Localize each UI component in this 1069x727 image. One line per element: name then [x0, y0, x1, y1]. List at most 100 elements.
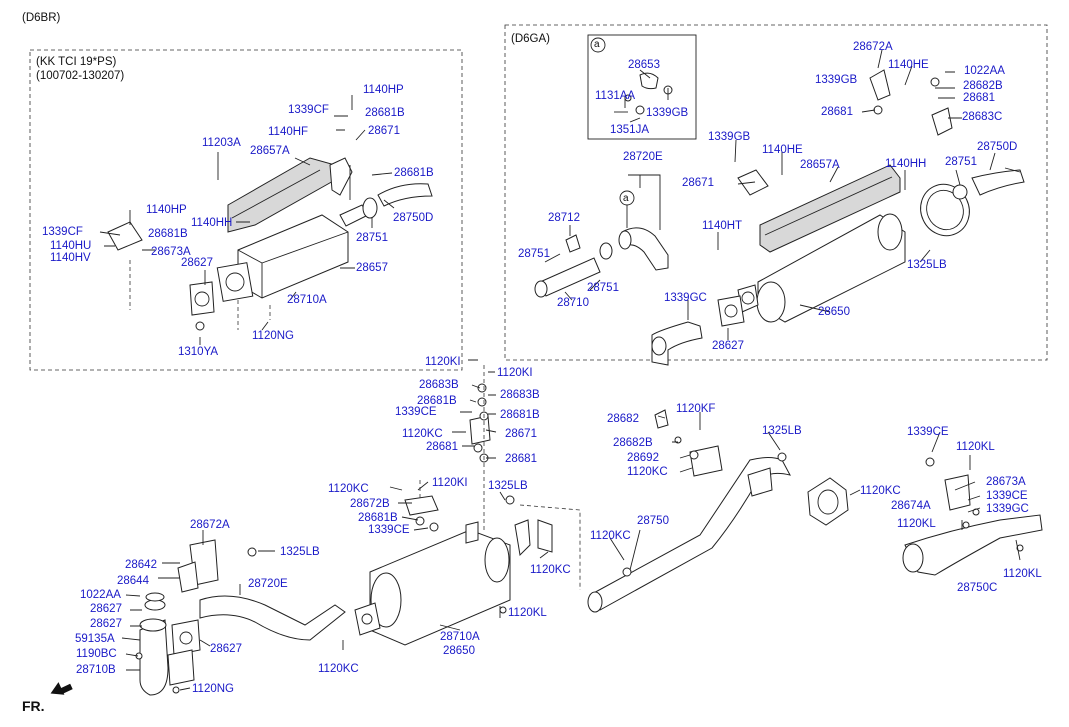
part-label[interactable]: 28672B: [350, 498, 390, 510]
part-label[interactable]: 1140HP: [363, 84, 404, 96]
part-label[interactable]: 28642: [125, 559, 157, 571]
part-label[interactable]: 1120KL: [1003, 568, 1042, 580]
part-label[interactable]: 1310YA: [178, 346, 219, 358]
part-label[interactable]: 28644: [117, 575, 149, 587]
part-label[interactable]: 28657A: [250, 145, 290, 157]
part-label[interactable]: 28627: [210, 643, 242, 655]
part-label[interactable]: 1120KC: [860, 485, 901, 497]
part-label[interactable]: 1120KC: [627, 466, 668, 478]
part-label[interactable]: 28681B: [358, 512, 398, 524]
part-label[interactable]: 28681: [426, 441, 458, 453]
part-label[interactable]: 1022AA: [964, 65, 1005, 77]
part-label[interactable]: 1120KC: [590, 530, 631, 542]
part-label[interactable]: 28683B: [500, 389, 540, 401]
part-label[interactable]: 1325LB: [280, 546, 320, 558]
part-label[interactable]: 28681B: [500, 409, 540, 421]
part-label[interactable]: 28672A: [853, 41, 893, 53]
part-label[interactable]: 28653: [628, 59, 660, 71]
part-label[interactable]: 1140HE: [888, 59, 929, 71]
part-label[interactable]: 1131AA: [595, 90, 636, 102]
part-label[interactable]: 1120KC: [530, 564, 571, 576]
part-label[interactable]: 28671: [505, 428, 537, 440]
part-label[interactable]: 1339GB: [646, 107, 689, 119]
part-label[interactable]: 28682B: [963, 80, 1003, 92]
part-label[interactable]: 1022AA: [80, 589, 121, 601]
part-label[interactable]: 28712: [548, 212, 580, 224]
part-label[interactable]: 1140HF: [268, 126, 309, 138]
part-label[interactable]: 1140HT: [702, 220, 743, 232]
part-label[interactable]: 28671: [368, 125, 400, 137]
part-label[interactable]: 28674A: [891, 500, 931, 512]
part-label[interactable]: 1325LB: [907, 259, 947, 271]
part-label[interactable]: 28681: [963, 92, 995, 104]
part-label[interactable]: 1120KI: [425, 356, 461, 368]
part-label[interactable]: 1140HE: [762, 144, 803, 156]
part-label[interactable]: 28750: [637, 515, 669, 527]
part-label[interactable]: 28681: [821, 106, 853, 118]
part-label[interactable]: 1120NG: [192, 683, 234, 695]
part-label[interactable]: 1339CE: [368, 524, 410, 536]
part-label[interactable]: 1339GC: [664, 292, 707, 304]
part-label[interactable]: 1339GC: [986, 503, 1029, 515]
part-label[interactable]: 28750D: [393, 212, 434, 224]
part-label[interactable]: 28683C: [962, 111, 1003, 123]
part-label[interactable]: 28650: [443, 645, 475, 657]
part-label[interactable]: 28683B: [419, 379, 459, 391]
part-label[interactable]: 1339CF: [42, 226, 83, 238]
part-label[interactable]: 28682B: [613, 437, 653, 449]
part-label[interactable]: 28682: [607, 413, 639, 425]
part-label[interactable]: 1120KL: [508, 607, 547, 619]
part-label[interactable]: 1140HP: [146, 204, 187, 216]
part-label[interactable]: 28650: [818, 306, 850, 318]
part-label[interactable]: 1339GB: [815, 74, 858, 86]
part-label[interactable]: 1140HH: [191, 217, 233, 229]
part-label[interactable]: 28710A: [287, 294, 327, 306]
part-label[interactable]: 1339CF: [288, 104, 329, 116]
part-label[interactable]: 28710A: [440, 631, 480, 643]
part-label[interactable]: 28673A: [986, 476, 1026, 488]
part-label[interactable]: 59135A: [75, 633, 115, 645]
part-label[interactable]: 1339CE: [907, 426, 949, 438]
part-label[interactable]: 1120KC: [402, 428, 443, 440]
part-label[interactable]: 28692: [627, 452, 659, 464]
part-label[interactable]: 28720E: [248, 578, 288, 590]
part-label[interactable]: 28751: [587, 282, 619, 294]
part-label[interactable]: 1339GB: [708, 131, 751, 143]
part-label[interactable]: 28681B: [148, 228, 188, 240]
part-label[interactable]: 28672A: [190, 519, 230, 531]
part-label[interactable]: 1120KL: [956, 441, 995, 453]
part-label[interactable]: 28627: [181, 257, 213, 269]
part-label[interactable]: 28681B: [365, 107, 405, 119]
part-label[interactable]: 28671: [682, 177, 714, 189]
part-label[interactable]: 28657: [356, 262, 388, 274]
part-label[interactable]: 1351JA: [610, 124, 650, 136]
part-label[interactable]: 1120NG: [252, 330, 294, 342]
part-label[interactable]: 1120KI: [497, 367, 533, 379]
part-label[interactable]: 28720E: [623, 151, 663, 163]
part-label[interactable]: 28673A: [151, 246, 191, 258]
part-label[interactable]: 1190BC: [76, 648, 117, 660]
part-label[interactable]: 28657A: [800, 159, 840, 171]
part-label[interactable]: 28627: [90, 603, 122, 615]
part-label[interactable]: 28627: [712, 340, 744, 352]
part-label[interactable]: 28751: [518, 248, 550, 260]
part-label[interactable]: 11203A: [202, 137, 241, 149]
part-label[interactable]: 28751: [945, 156, 977, 168]
part-label[interactable]: 28750C: [957, 582, 998, 594]
part-label[interactable]: 1120KC: [318, 663, 359, 675]
part-label[interactable]: 1140HU: [50, 240, 92, 252]
part-label[interactable]: 1339CE: [395, 406, 437, 418]
part-label[interactable]: 28710B: [76, 664, 116, 676]
part-label[interactable]: 28751: [356, 232, 388, 244]
part-label[interactable]: 28627: [90, 618, 122, 630]
part-label[interactable]: 1339CE: [986, 490, 1028, 502]
part-label[interactable]: 1120KI: [432, 477, 468, 489]
part-label[interactable]: 1325LB: [762, 425, 802, 437]
part-label[interactable]: 28681B: [417, 395, 457, 407]
part-label[interactable]: 1120KL: [897, 518, 936, 530]
part-label[interactable]: 1120KF: [676, 403, 716, 415]
part-label[interactable]: 28681B: [394, 167, 434, 179]
part-label[interactable]: 28681: [505, 453, 537, 465]
part-label[interactable]: 1325LB: [488, 480, 528, 492]
part-label[interactable]: 1140HH: [885, 158, 927, 170]
